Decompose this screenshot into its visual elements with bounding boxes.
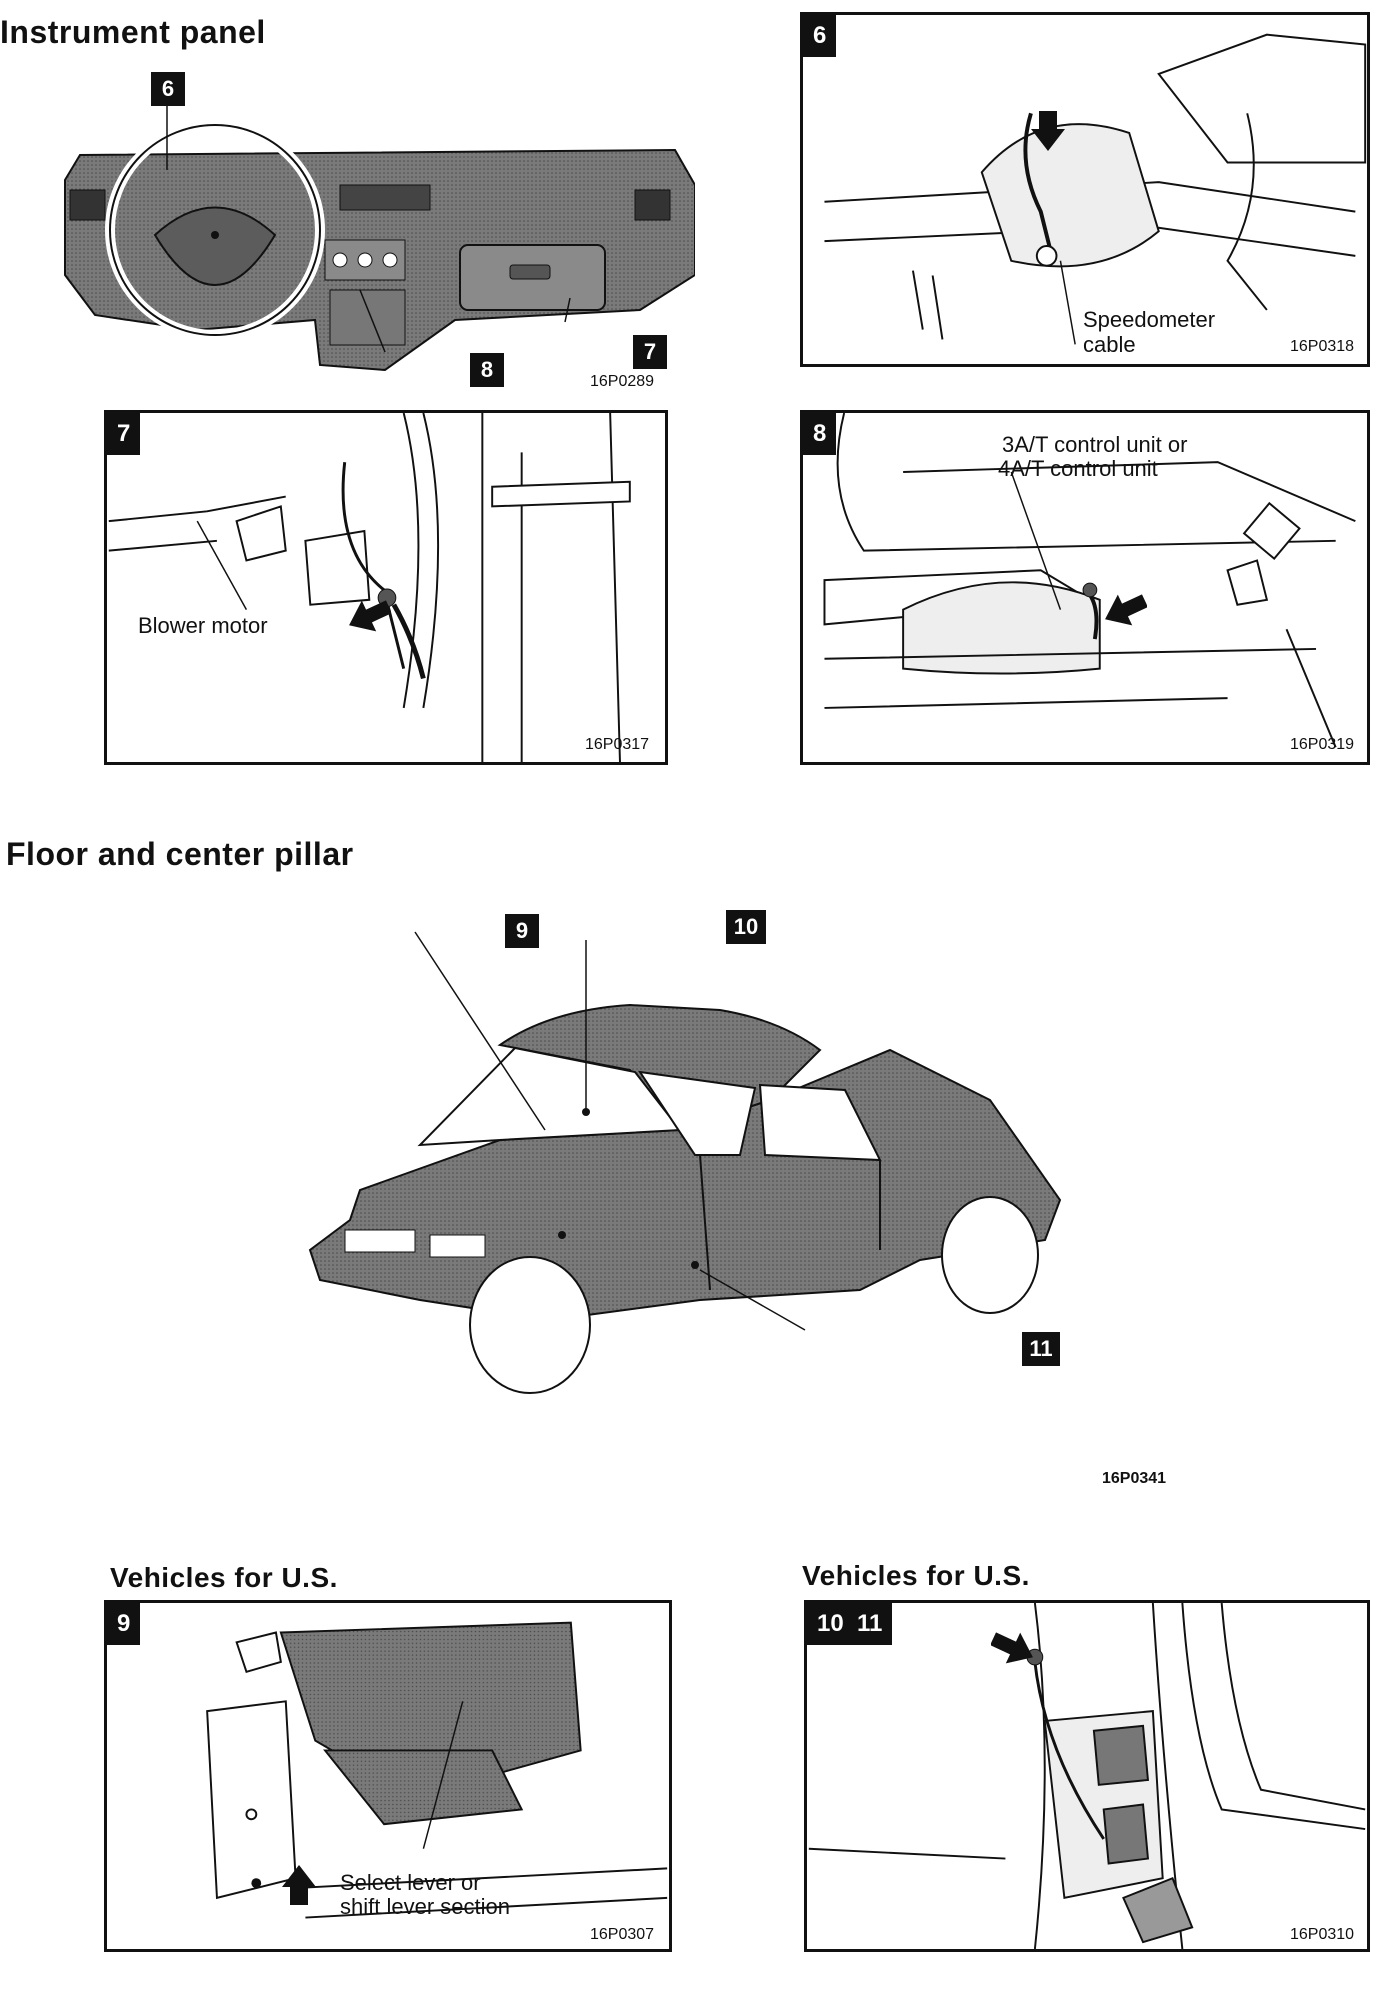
panel-6-figure-code: 16P0318 (1290, 338, 1355, 355)
speedometer-cable-drawing (824, 33, 1367, 345)
panel-7-callout: Blower motor (138, 613, 268, 638)
car-marker-9: 9 (505, 914, 539, 948)
arrow-icon (1105, 594, 1147, 626)
dashboard-marker-7: 7 (633, 335, 667, 369)
panel-9-heading: Vehicles for U.S. (110, 1562, 338, 1593)
detail-panel-6 (800, 12, 1370, 367)
panel-6-tag: 6 (803, 15, 837, 57)
arrow-icon (991, 1632, 1033, 1664)
car-marker-10: 10 (726, 910, 766, 944)
panel-6-callout-line1: Speedometer (1083, 307, 1216, 332)
arrow-icon (1031, 111, 1065, 151)
detail-panel-10-11 (804, 1600, 1370, 1952)
panel-10-11-tag: 10 11 (807, 1603, 893, 1645)
section-heading-floor-center-pillar: Floor and center pillar (6, 836, 354, 872)
select-lever-drawing (206, 1621, 668, 1919)
blower-motor-drawing (108, 413, 631, 762)
panel-10-heading: Vehicles for U.S. (802, 1560, 1030, 1591)
section-heading-instrument-panel: Instrument panel (0, 14, 266, 50)
dashboard-marker-6: 6 (151, 72, 185, 106)
dashboard-drawing (64, 96, 695, 372)
panel-8-figure-code: 16P0319 (1290, 736, 1355, 753)
panel-7-figure-code: 16P0317 (585, 736, 650, 753)
dashboard-illustration (55, 60, 695, 390)
detail-panel-7 (104, 410, 668, 765)
car-figure-code: 16P0341 (1102, 1470, 1167, 1487)
car-illustration (300, 900, 1100, 1400)
panel-10-11-figure-code: 16P0310 (1290, 1926, 1355, 1943)
car-drawing (308, 931, 1062, 1394)
panel-6-callout-line2: cable (1083, 332, 1136, 357)
arrow-icon (282, 1865, 316, 1905)
panel-9-figure-code: 16P0307 (590, 1926, 655, 1943)
detail-panel-9 (104, 1600, 672, 1952)
detail-panel-8 (800, 410, 1370, 765)
panel-9-callout-line2: shift lever section (340, 1894, 510, 1919)
arrow-icon (349, 600, 391, 632)
panel-7-tag: 7 (107, 413, 141, 455)
control-unit-drawing (823, 413, 1356, 748)
door-lock-drawing (808, 1603, 1366, 1949)
panel-8-callout-line1: 3A/T control unit or (1002, 432, 1188, 457)
panel-8-callout-line2: 4A/T control unit (998, 456, 1158, 481)
dashboard-figure-code: 16P0289 (590, 373, 655, 390)
panel-8-tag: 8 (803, 413, 837, 455)
dashboard-marker-8: 8 (470, 353, 504, 387)
panel-9-tag: 9 (107, 1603, 141, 1645)
panel-9-callout-line1: Select lever or (340, 1870, 481, 1895)
car-marker-11: 11 (1022, 1332, 1060, 1366)
